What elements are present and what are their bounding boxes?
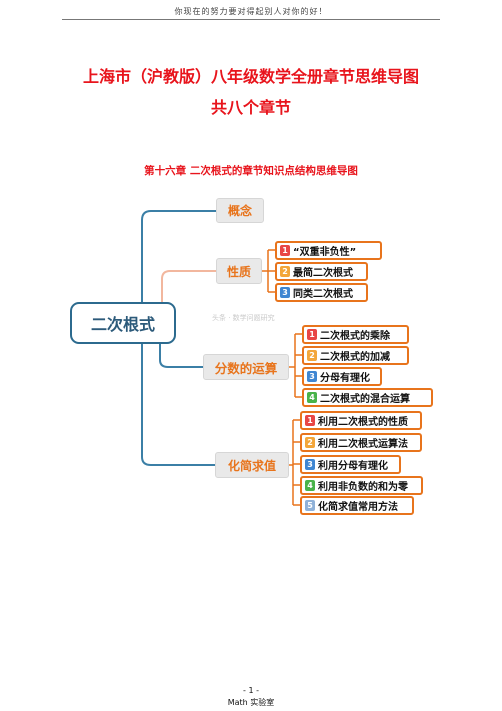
number-badge: 3 — [305, 459, 315, 470]
page-number: - 1 - — [243, 686, 259, 695]
watermark: 头条 · 数学问题研究 — [212, 314, 275, 322]
number-badge: 3 — [280, 287, 290, 298]
number-badge: 2 — [307, 350, 317, 361]
leaf-text: 二次根式的混合运算 — [320, 394, 410, 405]
header-divider — [62, 19, 440, 20]
number-badge: 4 — [305, 480, 315, 491]
leaf-lines-operation — [289, 333, 302, 398]
header-motto: 你现在的努力要对得起别人对你的好！ — [174, 7, 328, 16]
leaf-text: 二次根式的乘除 — [320, 331, 390, 342]
number-badge: 2 — [280, 266, 290, 277]
leaf-operation-3: 3 分母有理化 — [302, 367, 382, 386]
document-title: 上海市（沪教版）八年级数学全册章节思维导图 — [82, 67, 419, 86]
branch-line-concept — [141, 210, 216, 302]
leaf-text: 二次根式的加减 — [320, 352, 390, 363]
number-badge: 5 — [305, 500, 315, 511]
leaf-text: “双重非负性” — [293, 247, 357, 258]
number-badge: 4 — [307, 392, 317, 403]
leaf-property-2: 2 最简二次根式 — [275, 262, 368, 281]
leaf-operation-1: 1 二次根式的乘除 — [302, 325, 409, 344]
branch-line-operation — [159, 344, 203, 368]
leaf-simplify-1: 1 利用二次根式的性质 — [300, 411, 422, 430]
leaf-text: 最简二次根式 — [293, 268, 353, 279]
number-badge: 1 — [307, 329, 317, 340]
branch-line-simplify — [141, 344, 215, 466]
number-badge: 1 — [305, 415, 315, 426]
leaf-simplify-5: 5 化简求值常用方法 — [300, 496, 414, 515]
leaf-text: 利用二次根式运算法 — [318, 439, 408, 450]
leaf-simplify-4: 4 利用非负数的和为零 — [300, 476, 423, 495]
chapter-title: 第十六章 二次根式的章节知识点结构思维导图 — [144, 165, 358, 177]
leaf-simplify-2: 2 利用二次根式运算法 — [300, 433, 422, 452]
leaf-text: 同类二次根式 — [293, 289, 353, 300]
leaf-operation-4: 4 二次根式的混合运算 — [302, 388, 433, 407]
leaf-text: 利用分母有理化 — [318, 461, 388, 472]
leaf-lines-property — [262, 249, 275, 293]
mindmap-root: 二次根式 — [70, 302, 176, 344]
footer-label: Math 实验室 — [227, 698, 275, 707]
category-concept: 概念 — [216, 198, 264, 223]
leaf-text: 分母有理化 — [320, 373, 370, 384]
number-badge: 1 — [280, 245, 290, 256]
leaf-simplify-3: 3 利用分母有理化 — [300, 455, 401, 474]
category-simplify: 化简求值 — [215, 452, 289, 478]
number-badge: 2 — [305, 437, 315, 448]
document-subtitle: 共八个章节 — [210, 98, 291, 117]
leaf-text: 利用二次根式的性质 — [318, 417, 408, 428]
category-operation: 分数的运算 — [203, 354, 289, 380]
category-property: 性质 — [216, 258, 262, 284]
leaf-text: 化简求值常用方法 — [318, 502, 398, 513]
leaf-property-1: 1 “双重非负性” — [275, 241, 382, 260]
number-badge: 3 — [307, 371, 317, 382]
leaf-text: 利用非负数的和为零 — [318, 482, 408, 493]
branch-line-property — [161, 270, 216, 302]
leaf-operation-2: 2 二次根式的加减 — [302, 346, 409, 365]
leaf-property-3: 3 同类二次根式 — [275, 283, 368, 302]
leaf-lines-simplify — [289, 419, 300, 506]
